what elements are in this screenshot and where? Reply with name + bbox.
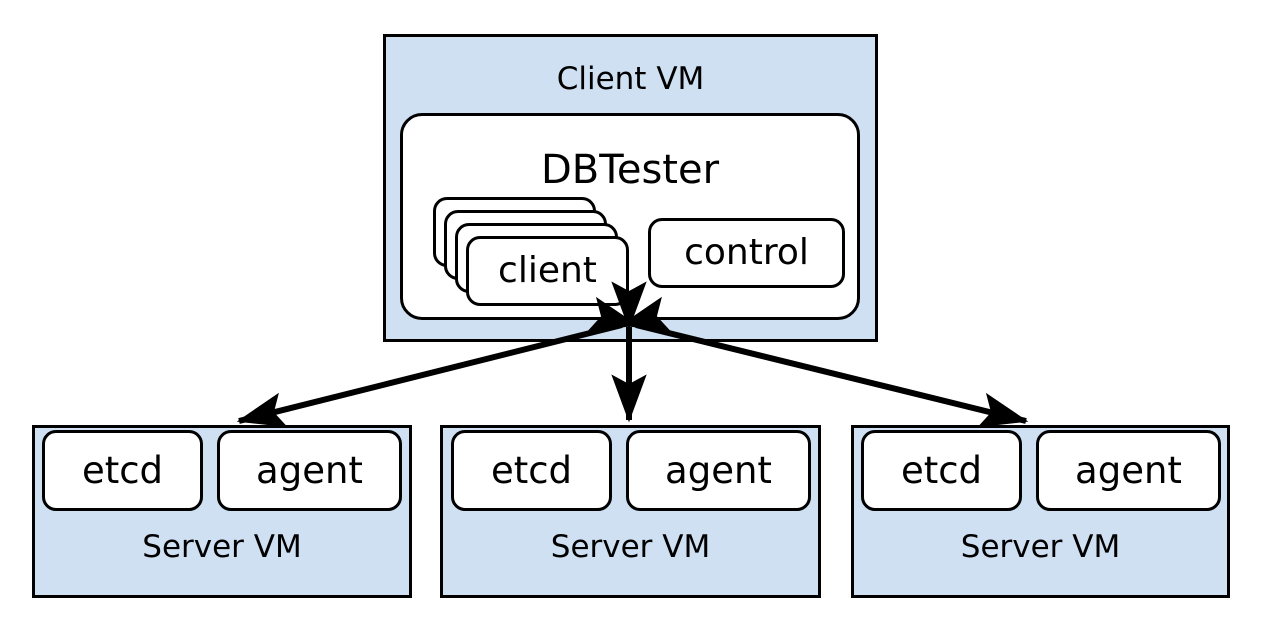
client-label: client xyxy=(498,250,597,291)
server-vm-1-agent-box[interactable]: agent xyxy=(217,430,402,511)
server-vm-1-etcd-label: etcd xyxy=(81,449,164,492)
server-vm-3-agent-label: agent xyxy=(1075,449,1182,492)
server-vm-3-label: Server VM xyxy=(960,529,1121,565)
server-vm-2-agent-box[interactable]: agent xyxy=(626,430,811,511)
server-vm-2-label: Server VM xyxy=(550,529,711,565)
server-vm-2-etcd-label: etcd xyxy=(490,449,573,492)
server-vm-2-agent-label: agent xyxy=(665,449,772,492)
server-vm-3-etcd-label: etcd xyxy=(900,449,983,492)
server-vm-2-etcd-box[interactable]: etcd xyxy=(451,430,612,511)
client-vm-label: Client VM xyxy=(556,61,705,97)
server-vm-1-etcd-box[interactable]: etcd xyxy=(42,430,203,511)
control-box[interactable]: control xyxy=(648,218,845,288)
server-vm-3-etcd-box[interactable]: etcd xyxy=(861,430,1022,511)
control-label: control xyxy=(684,232,809,273)
server-vm-1-label: Server VM xyxy=(142,529,302,565)
server-vm-3-agent-box[interactable]: agent xyxy=(1036,430,1221,511)
dbtester-label: DBTester xyxy=(540,147,720,193)
client-card-front[interactable]: client xyxy=(466,236,629,306)
server-vm-1-agent-label: agent xyxy=(256,449,363,492)
